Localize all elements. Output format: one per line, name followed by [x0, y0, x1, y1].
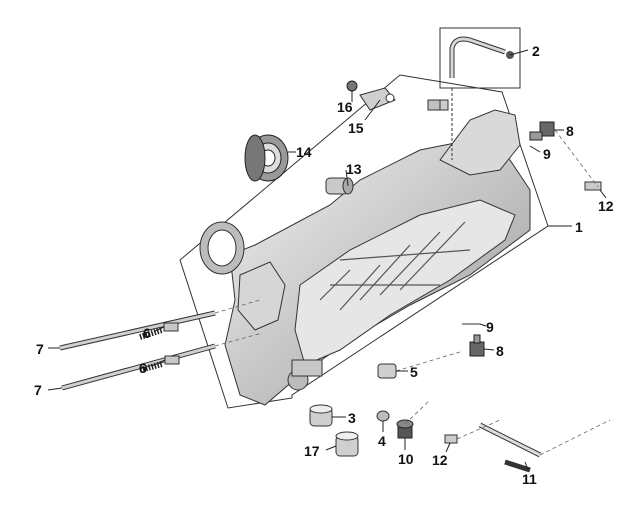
callout-5: 5 [410, 364, 418, 380]
callout-9a: 9 [543, 146, 551, 162]
dowel-6b [164, 355, 180, 365]
callout-12a: 12 [598, 198, 614, 214]
long-bolt-11 [478, 422, 542, 473]
bushing [325, 177, 354, 195]
callout-14: 14 [296, 144, 312, 160]
bearing [244, 134, 289, 182]
bolt-8-top [529, 121, 555, 141]
dowel-pin-lower [444, 434, 458, 444]
callout-4: 4 [378, 433, 386, 449]
part-2-box [439, 27, 521, 89]
collar-3 [309, 404, 333, 427]
callout-7b: 7 [34, 382, 42, 398]
dowel-6a [163, 322, 179, 332]
callout-8b: 8 [496, 343, 504, 359]
drain-plug-10 [396, 419, 414, 439]
sleeve-17 [335, 431, 359, 457]
bushing-5 [377, 363, 397, 379]
oil-seal-ring [199, 221, 245, 275]
callout-15: 15 [348, 120, 364, 136]
alignment-lines [214, 129, 611, 456]
callout-6b: 6 [139, 360, 147, 376]
callout-9b: 9 [486, 319, 494, 335]
crankcase-body [224, 99, 531, 406]
callout-6a: 6 [143, 325, 151, 341]
callout-8a: 8 [566, 123, 574, 139]
breather-hose [449, 36, 514, 160]
bolt-8-lower [469, 334, 485, 357]
callout-3: 3 [348, 410, 356, 426]
callout-10: 10 [398, 451, 414, 467]
callout-2: 2 [532, 43, 540, 59]
callout-11: 11 [522, 471, 537, 487]
studs [59, 310, 216, 391]
callout-7a: 7 [36, 341, 44, 357]
callout-17: 17 [304, 443, 320, 459]
callout-12b: 12 [432, 452, 448, 468]
dowel-pin-top [584, 181, 602, 191]
callout-1: 1 [575, 219, 583, 235]
callout-13: 13 [346, 161, 362, 177]
callout-16: 16 [337, 99, 353, 115]
washer-4 [376, 410, 390, 422]
leader-lines [47, 49, 607, 471]
bracket-assembly [346, 80, 441, 111]
